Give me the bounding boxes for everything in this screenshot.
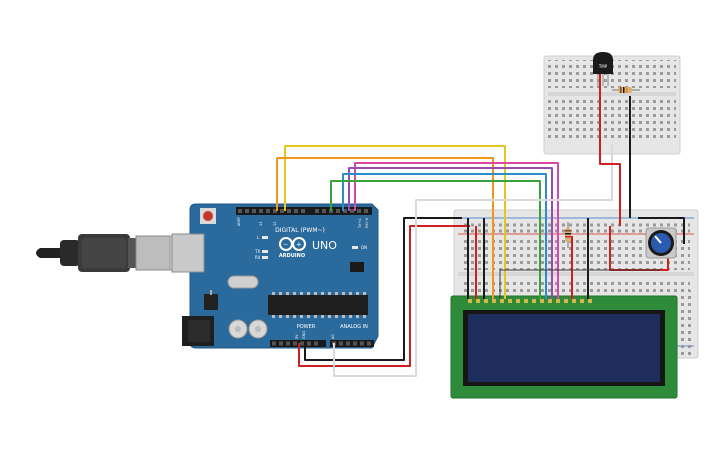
- pin-label-a0: A0: [331, 334, 335, 339]
- wire-pink[interactable]: [354, 162, 559, 299]
- temperature-sensor-icon[interactable]: TMP: [593, 52, 613, 86]
- wire-blue[interactable]: [342, 173, 547, 299]
- arduino-logo-icon: − +: [279, 237, 306, 251]
- brand-label: ARDUINO: [279, 253, 305, 259]
- model-label: UNO: [312, 239, 337, 252]
- resistor-icon[interactable]: [565, 222, 571, 248]
- icsp-header: [350, 262, 364, 272]
- wire-red-sensor[interactable]: [599, 74, 621, 226]
- on-label: ON: [361, 245, 367, 250]
- led-label-rx: RX: [255, 255, 261, 260]
- atmega-chip: [268, 295, 368, 315]
- wire-black-pot[interactable]: [638, 217, 685, 244]
- wire-green[interactable]: [330, 180, 541, 299]
- sensor-resistor-icon[interactable]: [612, 87, 640, 93]
- pin-label-13: 13: [259, 222, 263, 226]
- wire-orange[interactable]: [276, 157, 494, 299]
- wire-white-a0[interactable]: [333, 144, 613, 377]
- regulator-chip: [204, 294, 218, 310]
- svg-text:+: +: [296, 241, 302, 249]
- wire-black-gnd[interactable]: [304, 217, 462, 361]
- led-label-l: L: [257, 235, 260, 240]
- pin-label-12: 12: [273, 222, 277, 226]
- lcd-display[interactable]: [450, 295, 678, 399]
- pin-label-rx: RX←0: [365, 218, 369, 228]
- wire-purple[interactable]: [348, 167, 553, 299]
- wire-pot-wiper[interactable]: [499, 269, 660, 299]
- on-led: [352, 246, 358, 249]
- wires: [276, 74, 685, 377]
- pin-label-gnd: GND: [302, 331, 306, 339]
- led-l: [262, 236, 268, 239]
- arduino-uno-board[interactable]: DIGITAL (PWM~) AREF 13 12 TX→1 RX←0 L TX…: [171, 203, 379, 349]
- led-tx: [262, 250, 268, 253]
- svg-text:−: −: [283, 241, 288, 248]
- power-label: POWER: [297, 324, 316, 330]
- pin-label-aref: AREF: [237, 217, 241, 226]
- pin-label-tx: TX→1: [358, 218, 362, 229]
- wire-yellow[interactable]: [284, 145, 506, 299]
- pin-label-5v: 5V: [295, 334, 299, 339]
- led-rx: [262, 256, 268, 259]
- usb-cable-icon: [36, 234, 193, 272]
- usb-jack: [171, 233, 205, 273]
- analog-header: [330, 340, 374, 347]
- wire-red-5v[interactable]: [298, 225, 470, 367]
- digital-header-label: DIGITAL (PWM~): [275, 227, 325, 234]
- led-label-tx: TX: [254, 249, 260, 254]
- crystal: [227, 275, 259, 289]
- lcd-screen: [468, 314, 660, 382]
- potentiometer-icon[interactable]: [645, 227, 677, 259]
- reset-button-icon[interactable]: [200, 208, 216, 224]
- analog-label: ANALOG IN: [340, 324, 368, 330]
- sensor-label: TMP: [598, 64, 608, 69]
